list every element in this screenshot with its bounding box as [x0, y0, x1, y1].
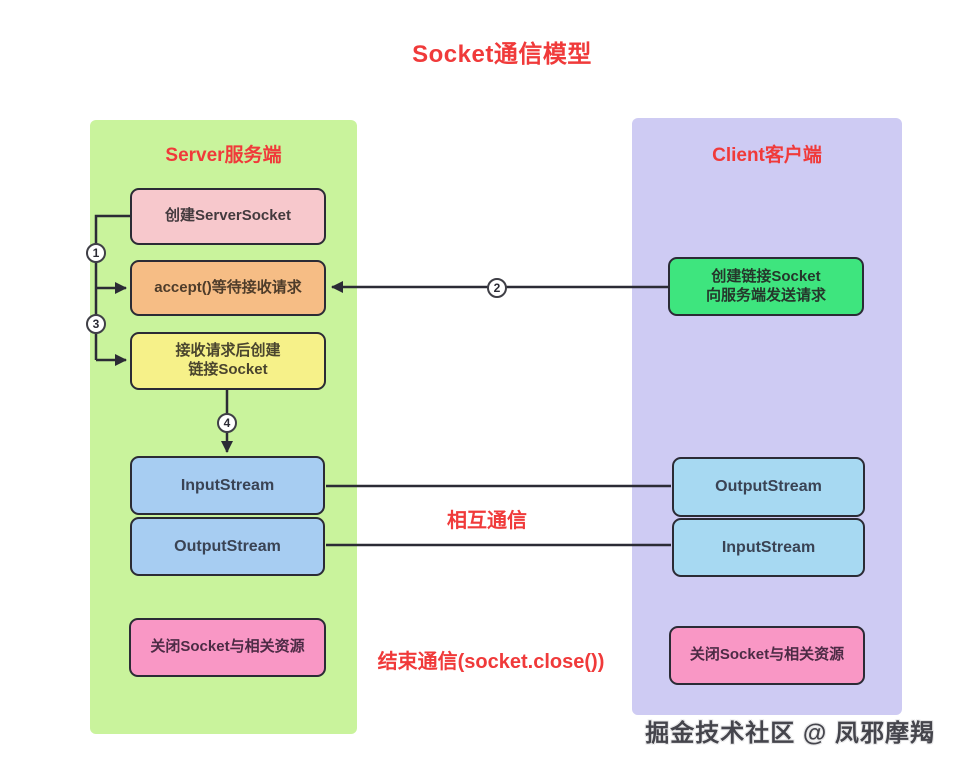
end-communication-note: 结束通信(socket.close()) — [377, 651, 605, 673]
step-marker-3: 3 — [86, 314, 106, 334]
client-create-socket-label-line1: 创建链接Socket — [711, 267, 821, 285]
server-inputstream-box: InputStream — [130, 456, 325, 515]
watermark-text: 掘金技术社区 @ 凤邪摩羯 — [645, 720, 935, 747]
client-outputstream-label: OutputStream — [715, 478, 822, 495]
server-inputstream-label: InputStream — [180, 476, 275, 494]
mutual-communication-note: 相互通信 — [447, 510, 527, 532]
server-create-link-label-line1: 接收请求后创建 — [175, 342, 281, 360]
client-create-socket-box: 创建链接Socket 向服务端发送请求 — [668, 257, 864, 316]
server-outputstream-box: OutputStream — [130, 517, 325, 576]
client-inputstream-box: InputStream — [672, 518, 865, 577]
step-marker-1: 1 — [86, 243, 106, 263]
step-marker-2: 2 — [487, 278, 507, 298]
server-accept-box: accept()等待接收请求 — [130, 260, 326, 316]
server-panel-header: Server服务端 — [165, 145, 282, 166]
client-create-socket-label-line2: 向服务端发送请求 — [705, 286, 826, 304]
server-create-link-socket-box: 接收请求后创建 链接Socket — [130, 332, 326, 390]
server-create-serversocket-label: 创建ServerSocket — [165, 207, 291, 225]
client-outputstream-box: OutputStream — [672, 457, 865, 517]
step-marker-4: 4 — [217, 413, 237, 433]
client-close-socket-label: 关闭Socket与相关资源 — [689, 646, 845, 664]
client-close-socket-box: 关闭Socket与相关资源 — [669, 626, 865, 685]
client-inputstream-label: InputStream — [721, 538, 816, 556]
server-accept-label: accept()等待接收请求 — [154, 278, 302, 296]
diagram-title: Socket通信模型 — [412, 41, 592, 68]
server-create-link-label-line2: 链接Socket — [188, 361, 268, 378]
server-create-serversocket-box: 创建ServerSocket — [130, 188, 326, 245]
server-close-socket-label: 关闭Socket与相关资源 — [150, 638, 305, 656]
server-close-socket-box: 关闭Socket与相关资源 — [129, 618, 326, 677]
server-outputstream-label: OutputStream — [174, 537, 281, 555]
client-panel — [632, 118, 902, 715]
client-panel-header: Client客户端 — [712, 145, 822, 166]
